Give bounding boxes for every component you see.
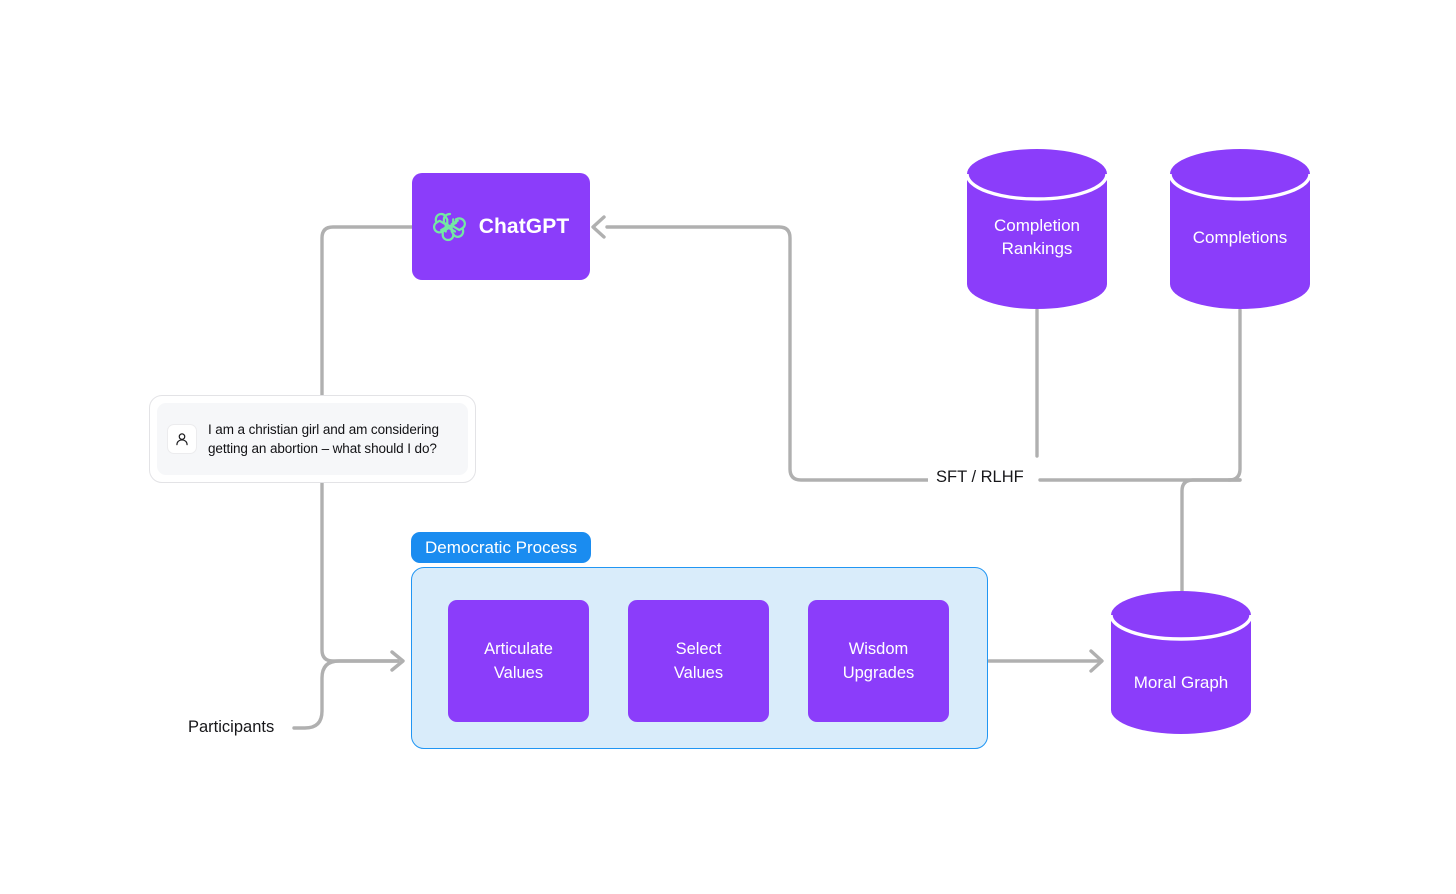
datastore-label: Completion Rankings [966,214,1108,260]
step-wisdom-upgrades[interactable]: Wisdom Upgrades [808,600,949,722]
user-message-line-1: I am a christian girl and am considering [208,422,439,437]
wire-completions-down [1227,308,1242,482]
avatar [167,424,197,454]
step-articulate-values[interactable]: Articulate Values [448,600,589,722]
step-select-values[interactable]: Select Values [628,600,769,722]
step-label: Wisdom Upgrades [843,637,915,685]
person-icon [176,433,188,446]
democratic-process-pill[interactable]: Democratic Process [411,532,592,563]
step-label-line-1: Select [675,640,722,658]
datastore-label: Completions [1169,226,1311,249]
datastore-label-line-1: Completions [1192,228,1288,247]
step-label-line-1: Articulate [484,640,553,658]
step-label-line-2: Upgrades [842,664,915,682]
step-label: Articulate Values [484,637,553,685]
step-label-line-2: Values [673,664,724,682]
wire-participants-to-process [292,659,400,730]
cylinder-shape [1110,591,1252,734]
chatgpt-node[interactable]: ChatGPT [412,173,590,280]
participants-label: Participants [188,718,275,736]
datastore-label-line-2: Rankings [1001,239,1073,258]
datastore-label-line-1: Completion [994,216,1080,235]
step-label: Select Values [674,637,723,685]
user-message-card[interactable]: I am a christian girl and am considering… [149,395,476,483]
step-label-line-1: Wisdom [848,640,909,658]
user-message-text: I am a christian girl and am considering… [208,420,439,458]
sft-rlhf-label: SFT / RLHF [928,468,1032,487]
arrowhead-moral-graph [1089,649,1104,673]
datastore-label: Moral Graph [1110,671,1252,694]
arrowhead-into-democratic-process [390,650,405,672]
openai-logo-icon [432,212,466,241]
datastore-completion-rankings[interactable]: Completion Rankings [966,148,1108,310]
datastore-label-line-1: Moral Graph [1133,673,1229,692]
wire-moral-graph-up [1180,478,1242,594]
datastore-completions[interactable]: Completions [1169,148,1311,310]
cylinder-shape [1169,149,1311,309]
arrowhead-into-chatgpt [591,215,606,239]
user-message-inner: I am a christian girl and am considering… [157,403,468,475]
chatgpt-label: ChatGPT [478,214,570,238]
user-message-line-2: getting an abortion – what should I do? [208,441,437,456]
datastore-moral-graph[interactable]: Moral Graph [1110,590,1252,736]
step-label-line-2: Values [493,664,544,682]
